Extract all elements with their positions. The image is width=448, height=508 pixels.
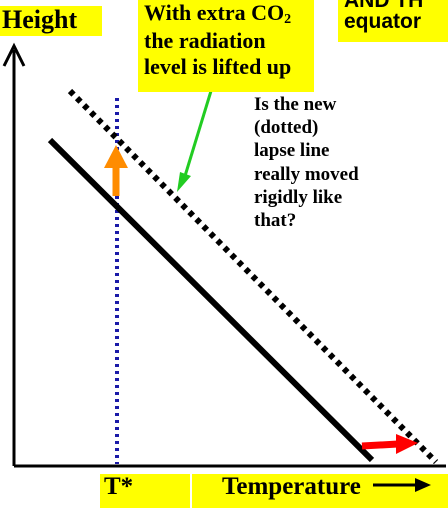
question-line-5: rigidly like [254, 186, 343, 208]
height-text: Height [2, 5, 78, 34]
top-right-annotation: AND TH equator [338, 0, 448, 42]
temperature-text: Temperature [222, 473, 361, 500]
dotted-lapse-line [67, 88, 439, 465]
question-line-6: that? [254, 209, 297, 231]
tstar-text: T* [104, 473, 134, 500]
top-right-line-1: AND TH [344, 0, 424, 12]
pointer-arrow [177, 90, 213, 192]
tstar-label: T* [100, 473, 190, 508]
height-axis-label: Height [0, 6, 102, 36]
co2-line-1: With extra CO2 [144, 0, 292, 27]
question-text: Is the new (dotted) lapse line really mo… [254, 93, 414, 232]
top-right-line-2: equator [344, 10, 422, 33]
shift-arrow [361, 434, 418, 454]
question-line-3: lapse line [254, 140, 330, 162]
solid-lapse-line [47, 137, 375, 463]
co2-annotation: With extra CO2 the radiation level is li… [138, 0, 314, 92]
question-line-2: (dotted) [254, 117, 319, 139]
question-line-4: really moved [254, 163, 359, 185]
co2-subscript: 2 [284, 12, 292, 27]
temperature-axis-label: Temperature [192, 473, 448, 508]
y-axis-arrowhead [2, 42, 26, 67]
arrow-right-icon [373, 478, 432, 492]
question-line-1: Is the new [254, 94, 337, 115]
lift-arrow [104, 145, 128, 196]
co2-line-2: the radiation [144, 28, 266, 54]
co2-line-3: level is lifted up [144, 54, 292, 80]
